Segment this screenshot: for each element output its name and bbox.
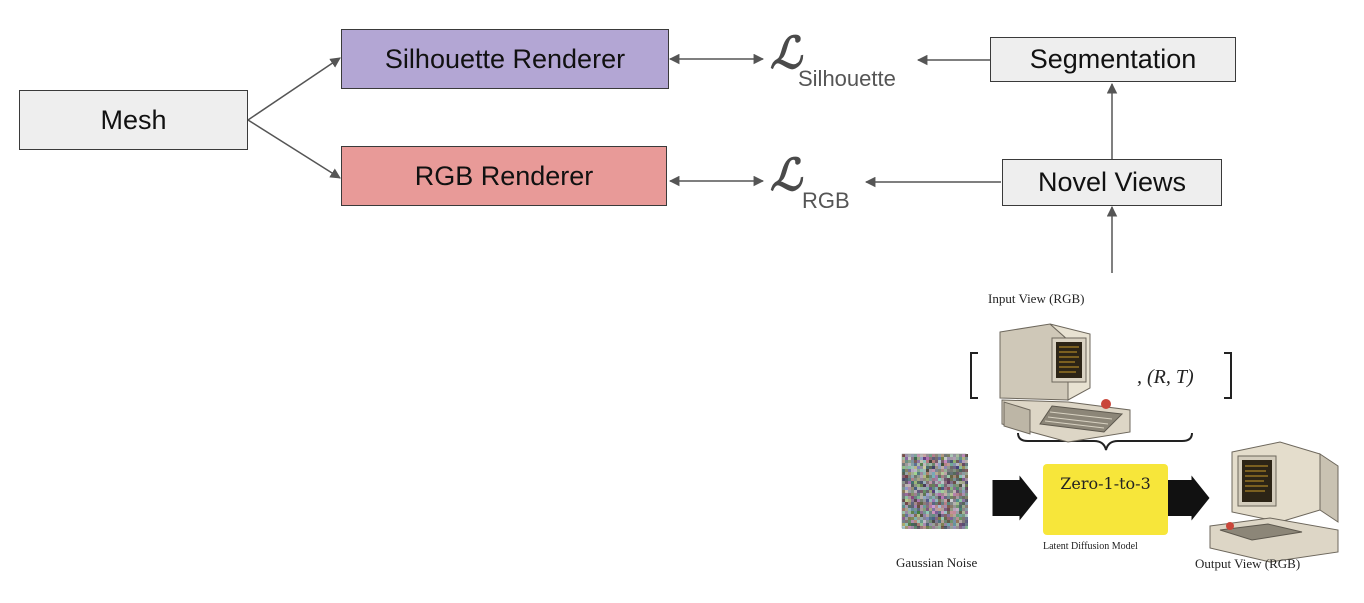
gaussian-noise-image <box>902 454 968 529</box>
silhouette-renderer-node: Silhouette Renderer <box>341 29 669 89</box>
pose-label: , (R, T) <box>1137 366 1194 388</box>
zero123-model-name: Zero-1-to-3 <box>1060 474 1151 493</box>
mesh-label: Mesh <box>100 104 167 135</box>
segmentation-label: Segmentation <box>1029 44 1197 74</box>
rgb-loss: ℒ RGB <box>770 150 850 213</box>
output-view-caption: Output View (RGB) <box>1195 556 1301 571</box>
arrow-mesh-to-rgb <box>247 119 341 179</box>
novel-views-label: Novel Views <box>1037 167 1187 197</box>
loss-symbol: ℒ <box>770 28 802 79</box>
mesh-node: Mesh <box>19 90 248 150</box>
gaussian-noise-caption: Gaussian Noise <box>896 555 978 570</box>
arrow-mesh-to-silhouette <box>247 57 341 121</box>
silhouette-loss: ℒ Silhouette <box>770 28 896 91</box>
output-computer-image <box>1209 441 1339 563</box>
zero123-model-box: Zero-1-to-3 <box>1043 464 1168 535</box>
input-computer-image <box>999 323 1131 443</box>
novel-views-node: Novel Views <box>1002 159 1222 206</box>
right-bracket <box>1224 352 1232 399</box>
latent-diffusion-caption: Latent Diffusion Model <box>1043 541 1138 552</box>
rgb-renderer-node: RGB Renderer <box>341 146 667 206</box>
input-view-caption: Input View (RGB) <box>988 291 1085 306</box>
segmentation-node: Segmentation <box>990 37 1236 82</box>
rgb-loss-subscript: RGB <box>802 188 850 213</box>
rgb-renderer-label: RGB Renderer <box>414 160 594 191</box>
left-bracket <box>970 352 978 399</box>
loss-symbol: ℒ <box>770 150 802 201</box>
silhouette-loss-subscript: Silhouette <box>798 66 896 91</box>
silhouette-renderer-label: Silhouette Renderer <box>384 43 626 74</box>
underbrace <box>1017 432 1193 451</box>
